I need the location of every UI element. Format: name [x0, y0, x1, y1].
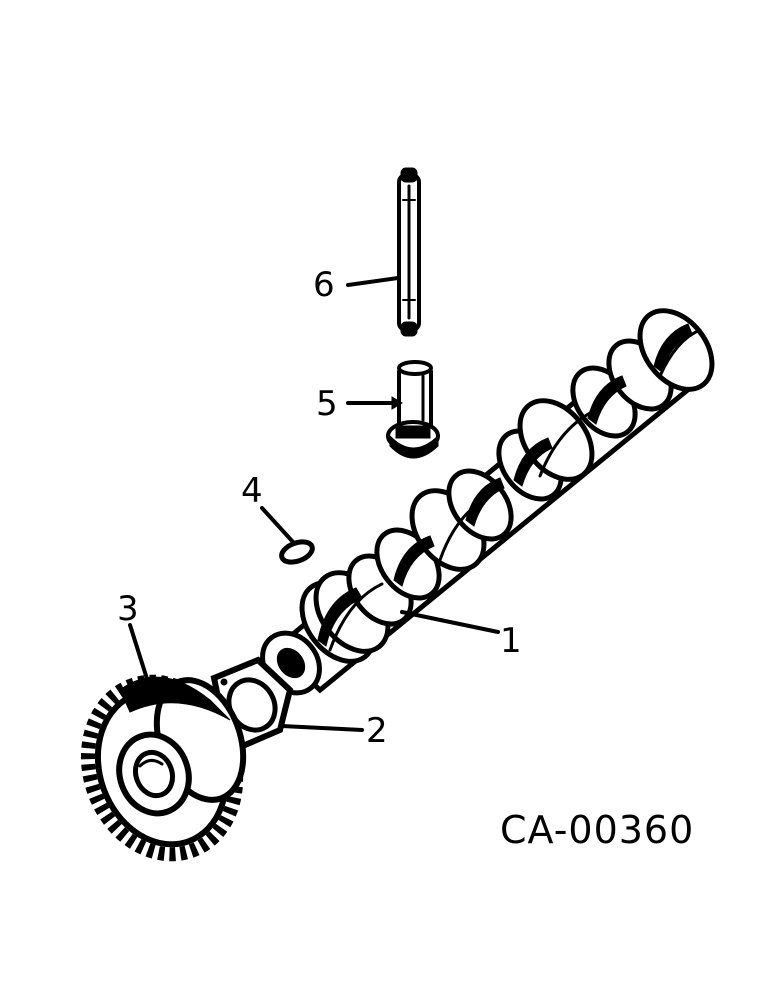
push-rod-icon: [397, 167, 421, 337]
camshaft-icon: [260, 308, 715, 696]
callout-6: 6: [313, 265, 335, 305]
leader-line-2: [280, 724, 364, 732]
leader-line-3: [128, 623, 150, 684]
callout-3: 3: [117, 589, 139, 629]
key-icon: [279, 539, 315, 565]
callout-2: 2: [366, 711, 388, 751]
callout-1: 1: [500, 621, 522, 661]
callout-5: 5: [316, 384, 338, 424]
camshaft-gear-icon: [80, 674, 247, 862]
drawing-code-label: CA-00360: [500, 808, 694, 852]
leader-line-6: [346, 276, 400, 287]
callout-4: 4: [241, 471, 263, 511]
leader-line-1: [400, 610, 500, 634]
leader-line-4: [260, 506, 295, 544]
tappet-icon: [386, 360, 440, 459]
